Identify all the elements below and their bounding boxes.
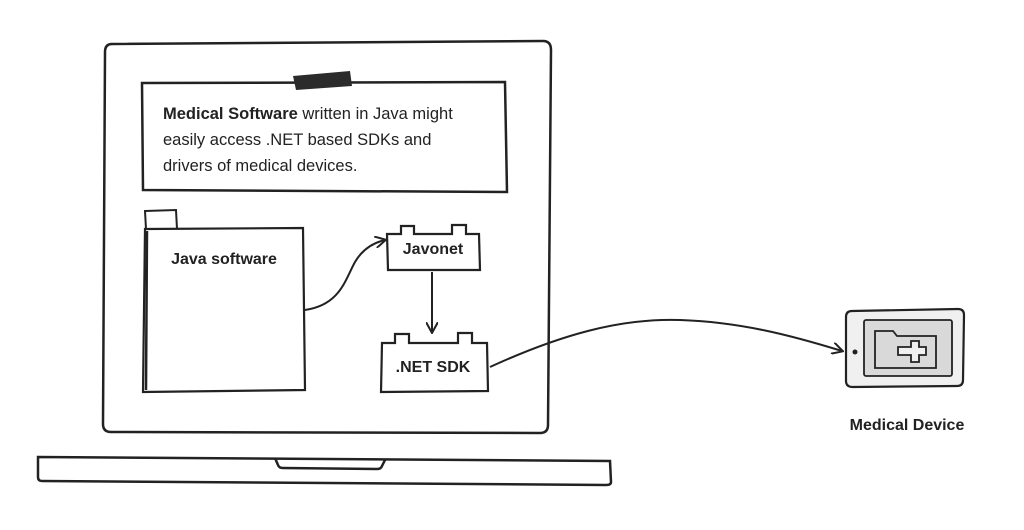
java-software-package — [141, 208, 307, 394]
dotnet-sdk-component — [379, 331, 490, 394]
note-line-2: easily access .NET based SDKs and — [163, 131, 432, 149]
medical-device-label: Medical Device — [850, 417, 965, 434]
note-line-1: Medical Software written in Java might — [163, 101, 498, 127]
java-software-label: Java software — [171, 251, 277, 268]
laptop-base — [36, 455, 613, 487]
medical-device — [844, 307, 966, 389]
dotnet-sdk-label: .NET SDK — [396, 359, 471, 376]
javonet-component — [385, 223, 482, 272]
tape-strip — [293, 71, 352, 90]
note-line-3: drivers of medical devices. — [163, 157, 358, 175]
note-line-1-rest: written in Java might — [297, 105, 453, 123]
sdk-to-device-arrow — [489, 318, 842, 368]
device-indicator-light — [852, 349, 858, 355]
note-box — [140, 71, 509, 194]
medical-folder-icon — [874, 330, 937, 369]
note-text: Medical Software written in Java might e… — [163, 101, 498, 179]
java-to-javonet-arrow — [304, 240, 385, 311]
javonet-label: Javonet — [403, 241, 464, 258]
note-bold-lead: Medical Software — [163, 105, 298, 123]
